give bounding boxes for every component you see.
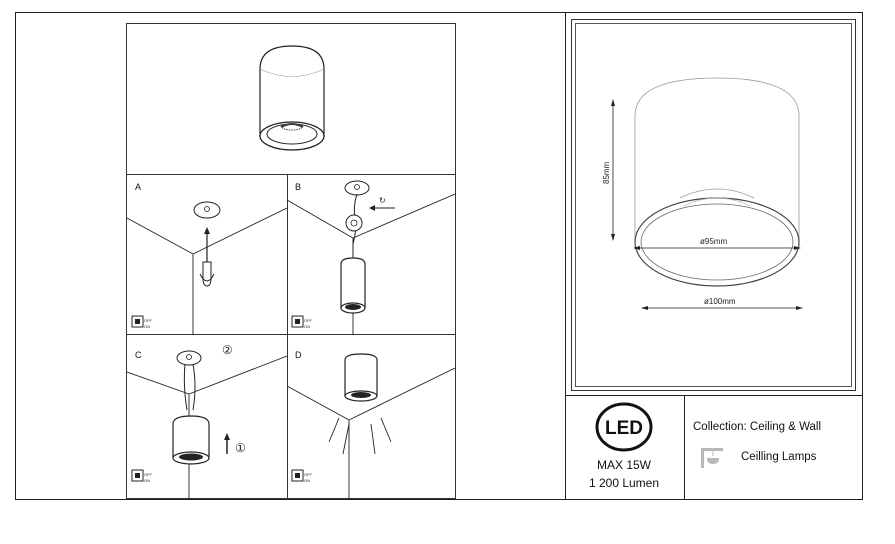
svg-text:OFF: OFF	[304, 318, 313, 323]
sheet-row-divider-1	[127, 174, 455, 175]
step-c-illustration: ② ①	[127, 343, 287, 500]
outer-frame	[15, 12, 863, 500]
svg-text:①: ①	[235, 441, 246, 455]
dimension-drawing: 85mm ø95mm ø100mm	[602, 77, 803, 310]
step-a-illustration	[127, 201, 287, 334]
product-illustration-top	[259, 45, 325, 151]
svg-text:ø100mm: ø100mm	[704, 297, 736, 306]
svg-text:②: ②	[222, 343, 233, 357]
led-badge-icon: LED	[595, 402, 653, 452]
step-d-switch-icon: OFF ON	[291, 469, 313, 483]
svg-text:LED: LED	[605, 418, 643, 439]
svg-text:ON: ON	[304, 478, 310, 483]
svg-text:ON: ON	[304, 324, 310, 329]
column-divider	[565, 12, 566, 500]
info-divider-horizontal	[565, 395, 863, 396]
step-b-illustration: ↻	[287, 180, 455, 334]
sheet-col-divider	[287, 174, 288, 500]
collection-label: Collection: Ceiling & Wall	[693, 421, 822, 433]
info-divider-vertical	[684, 395, 685, 500]
dimension-panel-inner-border	[575, 23, 852, 387]
installation-sheet: A OFF ON B ↻ OFF O	[126, 23, 456, 500]
step-b-switch-icon: OFF ON	[291, 315, 313, 329]
svg-text:OFF: OFF	[144, 472, 153, 477]
step-c-label: C	[135, 350, 142, 360]
step-a-label: A	[135, 182, 142, 192]
dimension-panel: 85mm ø95mm ø100mm	[571, 19, 856, 391]
sheet-row-divider-2	[127, 334, 455, 335]
power-spec: MAX 15W	[596, 458, 651, 472]
step-a-switch-icon: OFF ON	[131, 315, 153, 329]
svg-text:↻: ↻	[379, 196, 386, 205]
svg-text:85mm: 85mm	[602, 161, 611, 184]
ceiling-lamp-icon	[701, 448, 723, 468]
lumen-spec: 1 200 Lumen	[588, 476, 660, 490]
svg-text:ON: ON	[144, 324, 150, 329]
step-d-illustration	[287, 353, 455, 500]
svg-text:OFF: OFF	[304, 472, 313, 477]
step-b-label: B	[295, 182, 302, 192]
step-d-label: D	[295, 350, 302, 360]
category-label: Ceilling Lamps	[741, 451, 817, 463]
svg-text:ON: ON	[144, 478, 150, 483]
svg-text:ø95mm: ø95mm	[700, 237, 727, 246]
svg-text:OFF: OFF	[144, 318, 153, 323]
step-c-switch-icon: OFF ON	[131, 469, 153, 483]
